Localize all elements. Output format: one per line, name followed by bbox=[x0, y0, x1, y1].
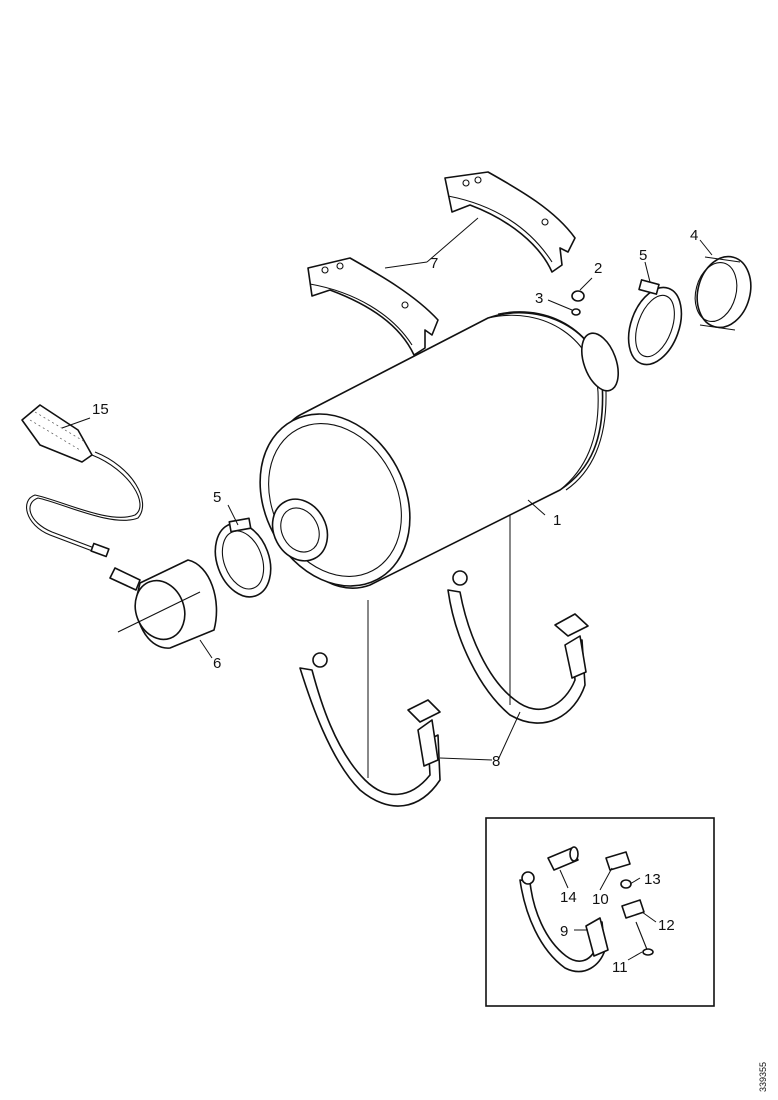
callout-6-left: 6 bbox=[213, 655, 221, 672]
bracket-upper-left bbox=[307, 257, 439, 356]
callout-10: 10 bbox=[592, 891, 609, 908]
callout-15: 15 bbox=[92, 401, 109, 418]
callout-6-right: 5 bbox=[639, 247, 647, 264]
callout-13: 13 bbox=[644, 871, 661, 888]
callout-14: 14 bbox=[560, 889, 577, 906]
callout-4: 4 bbox=[690, 227, 698, 244]
muffler-body bbox=[259, 311, 620, 589]
clamp-left bbox=[214, 517, 272, 598]
callout-2: 2 bbox=[594, 260, 602, 277]
callout-12: 12 bbox=[658, 917, 675, 934]
bracket-upper-right bbox=[444, 171, 576, 273]
connector-pipe-right bbox=[694, 255, 752, 331]
strap-rear bbox=[447, 570, 589, 724]
alignment-lines bbox=[367, 515, 511, 778]
callout-3: 3 bbox=[535, 290, 543, 307]
sensor-cable bbox=[21, 404, 143, 558]
callout-8: 8 bbox=[492, 753, 500, 770]
callout-9: 9 bbox=[560, 923, 568, 940]
callout-7: 7 bbox=[430, 255, 438, 272]
washer bbox=[571, 308, 581, 316]
callout-1: 1 bbox=[553, 512, 561, 529]
inset-detail: 14 9 10 11 12 13 bbox=[485, 817, 715, 1007]
inlet-pipe-left bbox=[109, 559, 218, 649]
nut bbox=[571, 290, 585, 302]
clamp-right bbox=[627, 279, 683, 366]
callout-5-left: 5 bbox=[213, 489, 221, 506]
leader-lines bbox=[61, 217, 713, 761]
strap-front bbox=[299, 652, 441, 807]
callout-11: 11 bbox=[612, 959, 628, 976]
drawing-code: 339355 bbox=[758, 1062, 768, 1092]
